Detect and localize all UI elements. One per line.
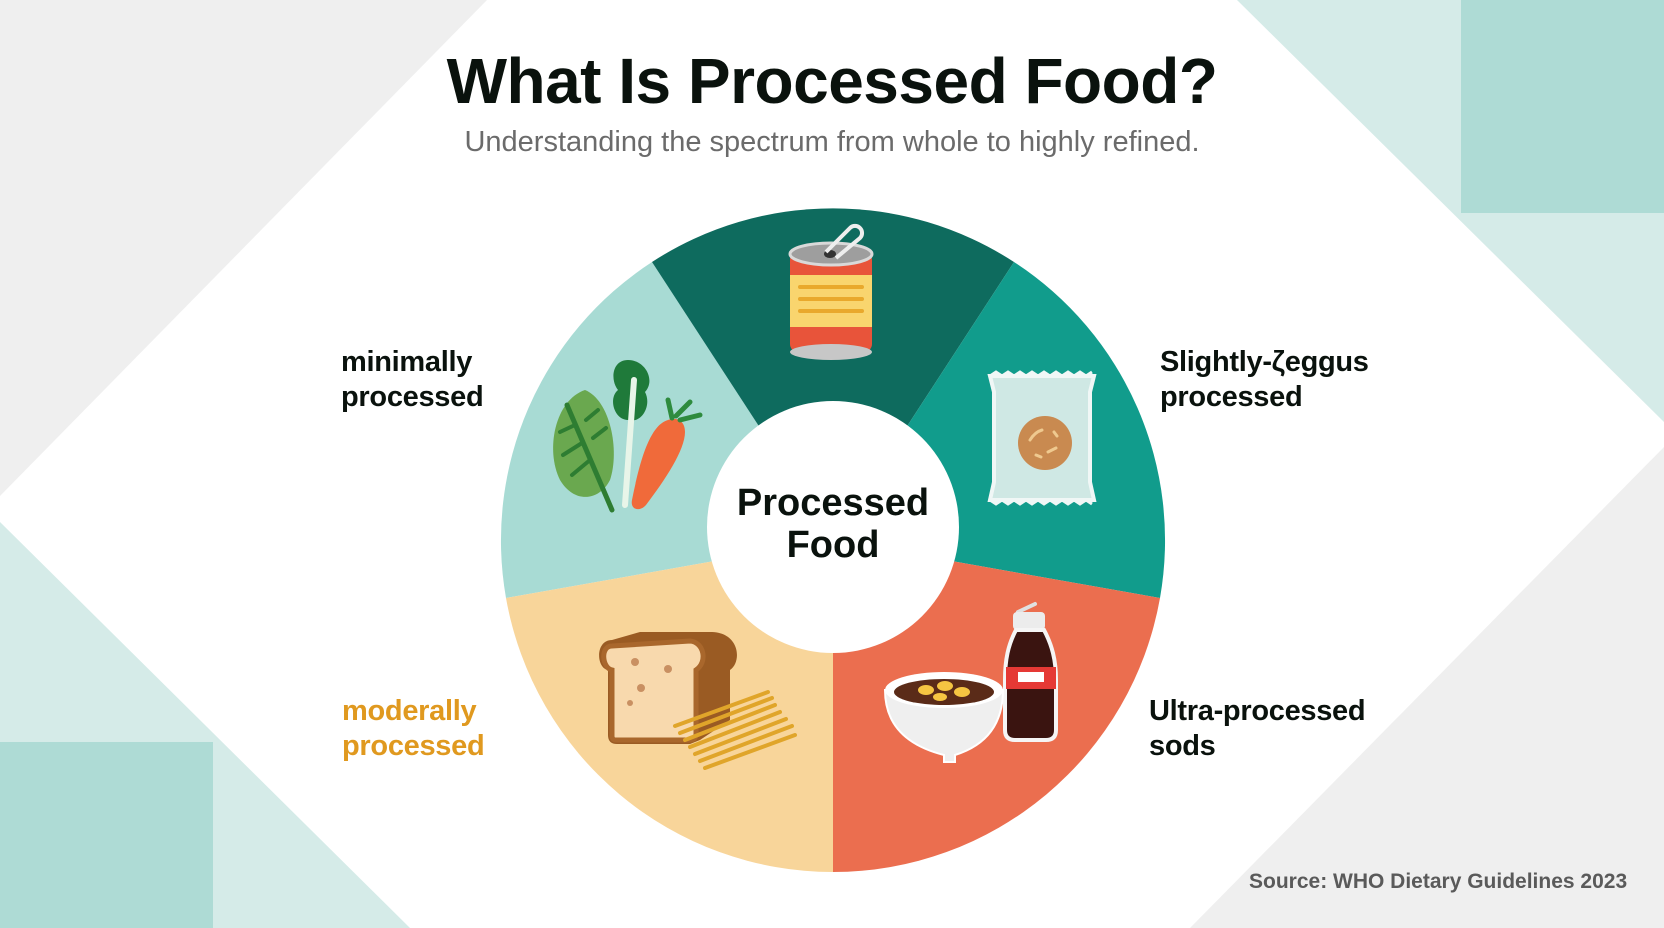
top-left-gray-triangle — [0, 0, 487, 496]
label-moderately-processed: moderally processed — [342, 694, 485, 764]
label-line1: moderally — [342, 695, 477, 727]
packaged-snack-icon — [987, 370, 1097, 506]
segment-processed-ingredients — [652, 208, 1014, 540]
page-subtitle: Understanding the spectrum from whole to… — [464, 126, 1200, 158]
center-label-line1: Processed — [736, 482, 930, 524]
label-line2: processed — [341, 381, 484, 413]
page-title: What Is Processed Food? — [446, 45, 1218, 117]
top-right-mint-square — [1461, 0, 1664, 213]
label-slightly-processed: Slightly-ζeggus processed — [1160, 345, 1369, 415]
bottom-left-mint-square — [0, 742, 213, 928]
canned-food-icon — [788, 223, 874, 360]
label-line1: Slightly-ζeggus — [1160, 346, 1369, 378]
label-line2: processed — [1160, 381, 1303, 413]
vegetables-icon — [553, 360, 703, 513]
label-line1: Ultra-processed — [1149, 695, 1366, 727]
label-minimally-processed: minimally processed — [341, 345, 484, 415]
center-label: Processed Food — [707, 482, 959, 566]
label-ultra-processed: Ultra-processed sods — [1149, 694, 1366, 764]
label-line2: sods — [1149, 730, 1216, 762]
center-circle — [707, 401, 959, 653]
bottom-right-gray-triangle — [1190, 447, 1664, 928]
source-citation: Source: WHO Dietary Guidelines 2023 — [1249, 870, 1628, 893]
soda-and-bowl-icon — [883, 602, 1058, 763]
label-line2: processed — [342, 730, 485, 762]
center-label-line2: Food — [786, 524, 880, 566]
bread-and-chips-icon — [599, 632, 797, 770]
label-line1: minimally — [341, 346, 473, 378]
